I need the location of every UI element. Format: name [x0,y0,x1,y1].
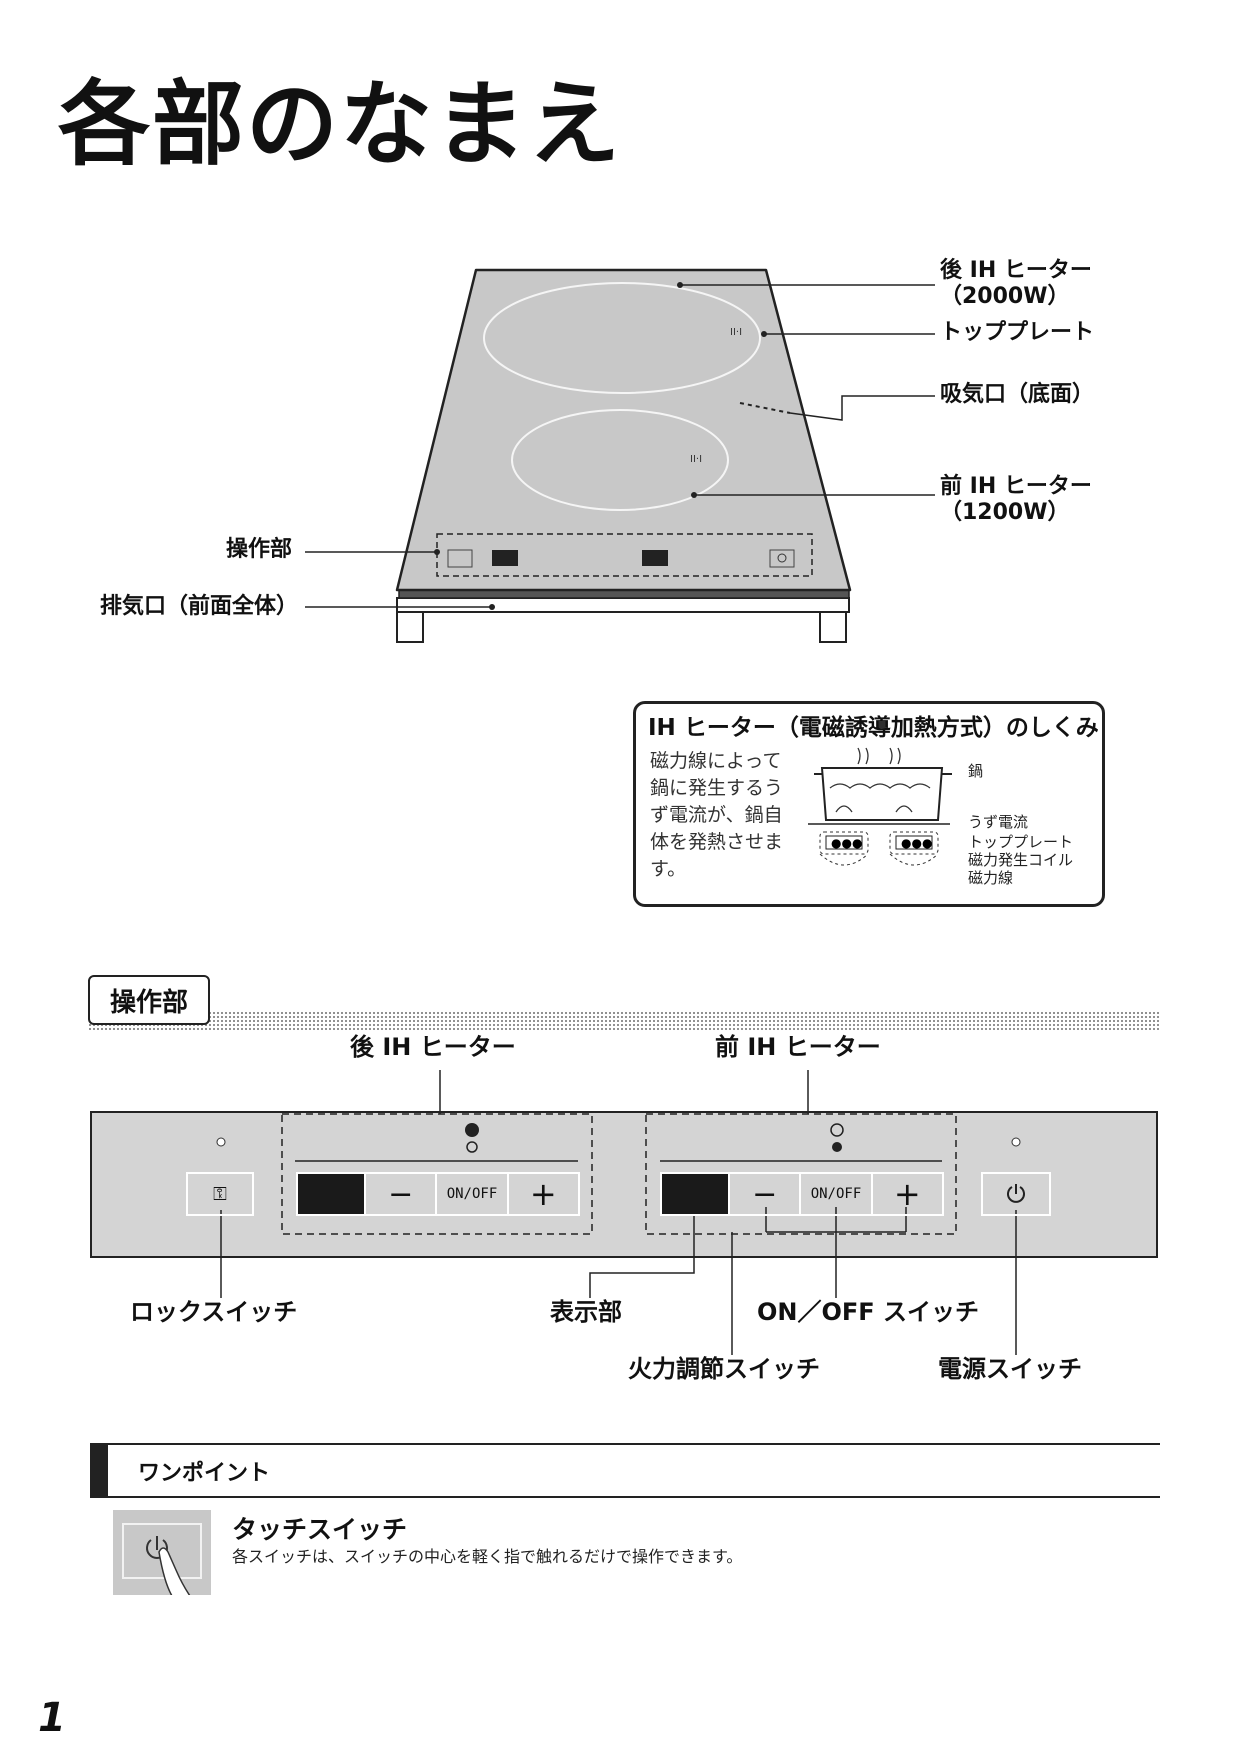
front-heater-label: 前 IH ヒーター [940,474,1092,499]
key-icon: ⚿ [213,1183,227,1205]
one-point-label: ワンポイント [138,1461,271,1486]
ih-eddy-label: うず電流 [968,813,1029,831]
front-heater-heading: 前 IH ヒーター [715,1033,881,1061]
svg-text:II·I: II·I [730,327,742,338]
display-label: 表示部 [550,1298,622,1326]
exhaust-label: 排気口（前面全体） [100,594,299,619]
cooktop-illustration: II·I II·I [305,268,935,643]
power-switch-label: 電源スイッチ [938,1355,1082,1383]
svg-text:●●●: ●●● [901,836,932,850]
front-display [662,1174,728,1214]
lock-button[interactable]: ⚿ [186,1172,254,1216]
front-control-row: − ON/OFF + [660,1172,944,1216]
one-point-bar [90,1443,1160,1498]
ih-mechanism-box [633,701,1105,907]
section-divider [88,1011,1160,1031]
ih-diagram: ●●● ●●● [808,747,952,866]
front-minus-button[interactable]: − [728,1174,799,1214]
touch-switch-desc: 各スイッチは、スイッチの中心を軽く指で触れるだけで操作できます。 [232,1547,743,1566]
power-button[interactable] [981,1172,1051,1216]
finger-touch-icon [122,1523,202,1597]
svg-text:●●●: ●●● [831,836,862,850]
lock-switch-label: ロックスイッチ [130,1298,298,1326]
ih-box-text: 磁力線によって鍋に発生するうず電流が、鍋自体を発熱させます。 [650,750,784,880]
rear-minus-button[interactable]: − [364,1174,435,1214]
air-intake-label: 吸気口（底面） [940,382,1095,407]
control-panel [90,1111,1158,1258]
power-adjust-label: 火力調節スイッチ [628,1355,820,1383]
svg-text:II·I: II·I [690,454,702,465]
control-section-tag: 操作部 [88,975,210,1025]
rear-display [298,1174,364,1214]
front-plus-button[interactable]: + [870,1174,942,1214]
front-heater-power-label: （1200W） [940,500,1070,525]
ih-magnetic-label: 磁力線 [968,869,1014,887]
onoff-switch-label: ON／OFF スイッチ [757,1298,980,1326]
rear-plus-button[interactable]: + [506,1174,578,1214]
touch-switch-image [113,1510,211,1597]
touch-switch-title: タッチスイッチ [232,1515,408,1544]
rear-heater-heading: 後 IH ヒーター [350,1033,516,1061]
rear-heater-power-label: （2000W） [940,284,1070,309]
ih-pot-label: 鍋 [968,762,984,780]
control-panel-label: 操作部 [226,537,293,562]
power-icon [1007,1184,1025,1203]
ih-coil-label: 磁力発生コイル [968,851,1074,869]
control-panel-drawing [216,1070,1021,1355]
rear-onoff-button[interactable]: ON/OFF [435,1174,506,1214]
page-number: 1 [38,1695,66,1741]
front-onoff-button[interactable]: ON/OFF [799,1174,870,1214]
one-point-accent [90,1443,108,1498]
rear-control-row: − ON/OFF + [296,1172,580,1216]
ih-plate-label: トッププレート [968,833,1074,851]
top-plate-label: トッププレート [940,320,1095,345]
page-title: 各部のなまえ [58,70,623,178]
ih-box-title: IH ヒーター（電磁誘導加熱方式）のしくみ [648,715,1099,741]
rear-heater-label: 後 IH ヒーター [940,258,1092,283]
